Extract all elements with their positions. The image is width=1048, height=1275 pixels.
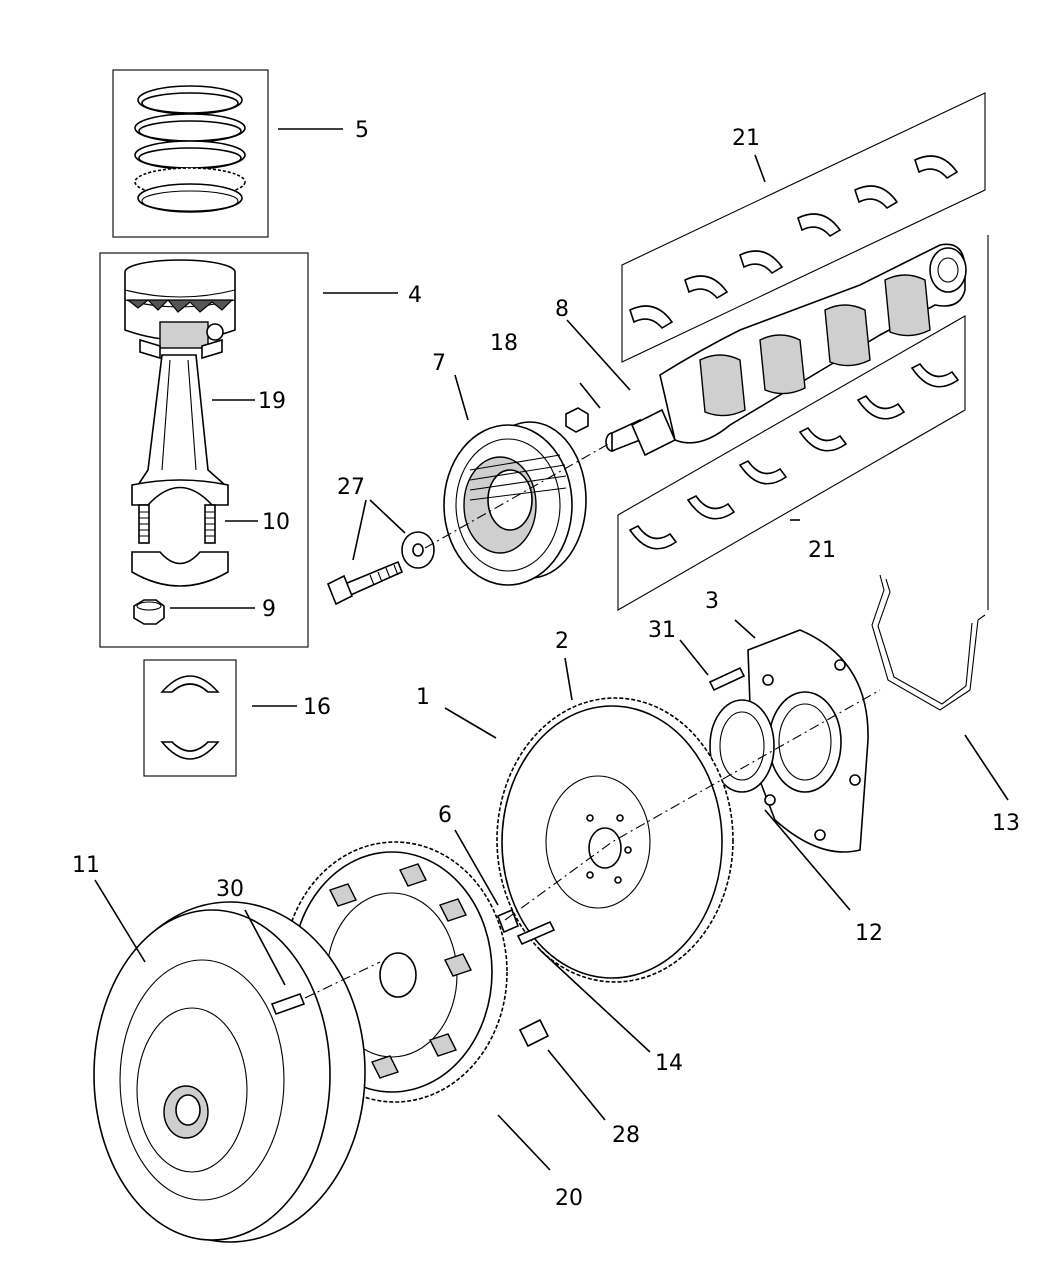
crankshaft-key: [565, 407, 589, 433]
callout-12: 12: [855, 921, 883, 946]
main-bearing-panel-lower: [617, 315, 966, 611]
callout-31: 31: [648, 618, 676, 643]
callout-30: 30: [216, 877, 244, 902]
callout-9: 9: [262, 597, 276, 622]
axis-line-front: [424, 441, 613, 549]
callout-16: 16: [303, 695, 331, 720]
flywheel: [496, 697, 734, 983]
callout-27: 27: [337, 475, 365, 500]
callout-4: 4: [408, 283, 422, 308]
callout-10: 10: [262, 510, 290, 535]
callout-28: 28: [612, 1123, 640, 1148]
oil-pan-gasket: [871, 574, 986, 711]
callout-14: 14: [655, 1051, 683, 1076]
callout-18: 18: [490, 331, 518, 356]
callout-21-lower: 21: [808, 538, 836, 563]
dowel-pin: [496, 908, 520, 934]
rod-bearing-set: [143, 659, 237, 777]
converter-bolt: [270, 992, 306, 1016]
axis-line-converter: [304, 961, 381, 999]
crankshaft: [605, 243, 967, 457]
rear-main-seal: [709, 699, 775, 793]
callout-8: 8: [555, 297, 569, 322]
callout-5: 5: [355, 118, 369, 143]
flexplate-bolt: [518, 1018, 550, 1048]
vibration-damper-pulley: [443, 421, 587, 586]
leader-lines: [94, 128, 1009, 1171]
piston-ring-set: [112, 69, 269, 238]
callout-13: 13: [992, 811, 1020, 836]
callout-7: 7: [432, 351, 446, 376]
callout-6: 6: [438, 803, 452, 828]
damper-bolt-and-washer: [326, 531, 435, 606]
callout-19: 19: [258, 389, 286, 414]
rear-seal-retainer: [747, 629, 869, 853]
callout-labels: 1 2 3 4 5 6 7 8 9 10 11 12 13 14 16 18 1…: [72, 118, 1020, 1211]
flywheel-bolt: [516, 920, 556, 946]
callout-11: 11: [72, 853, 100, 878]
retainer-bolt: [708, 666, 746, 692]
callout-2: 2: [555, 629, 569, 654]
axis-line-rear: [504, 689, 881, 921]
main-bearing-panel-upper: [621, 92, 986, 363]
callout-1: 1: [416, 685, 430, 710]
callout-21-upper: 21: [732, 126, 760, 151]
callout-20: 20: [555, 1186, 583, 1211]
piston-and-connecting-rod: [99, 252, 309, 648]
callout-3: 3: [705, 589, 719, 614]
torque-converter: [93, 901, 366, 1243]
